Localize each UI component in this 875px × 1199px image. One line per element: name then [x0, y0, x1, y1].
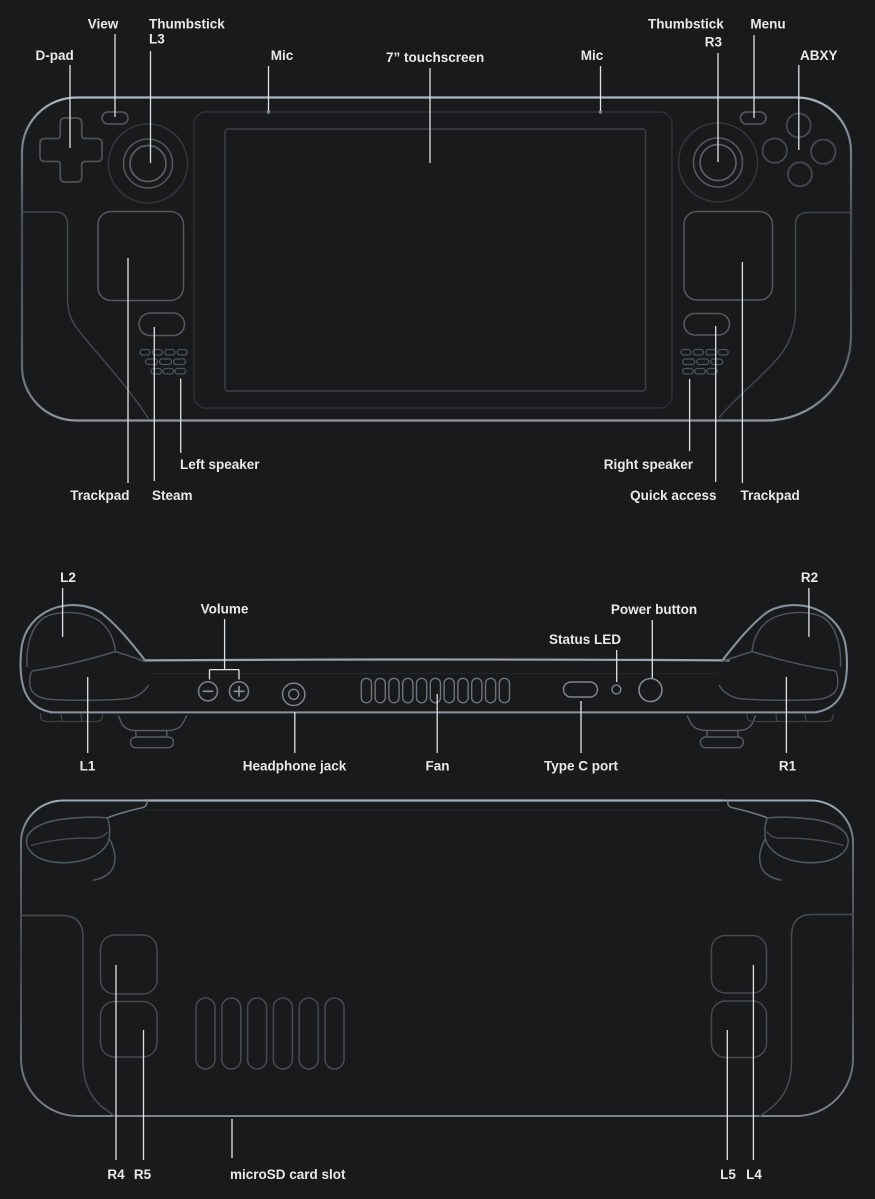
svg-text:Volume: Volume: [201, 602, 249, 617]
svg-text:Type C port: Type C port: [544, 759, 619, 774]
svg-text:Menu: Menu: [750, 17, 785, 32]
svg-text:L5: L5: [720, 1167, 736, 1182]
svg-text:Thumbstick: Thumbstick: [648, 17, 724, 32]
svg-text:Trackpad: Trackpad: [70, 488, 129, 503]
svg-text:Headphone jack: Headphone jack: [243, 759, 347, 774]
svg-text:Mic: Mic: [271, 48, 294, 63]
svg-text:Power button: Power button: [611, 602, 697, 617]
svg-text:Right speaker: Right speaker: [604, 457, 694, 472]
svg-text:L3: L3: [149, 32, 165, 47]
svg-text:Mic: Mic: [581, 48, 604, 63]
svg-text:ABXY: ABXY: [800, 48, 838, 63]
svg-text:L1: L1: [80, 759, 96, 774]
svg-text:7” touchscreen: 7” touchscreen: [386, 50, 484, 65]
svg-text:R5: R5: [134, 1167, 152, 1182]
svg-text:Steam: Steam: [152, 488, 193, 503]
svg-text:R2: R2: [801, 570, 818, 585]
svg-text:L4: L4: [746, 1167, 762, 1182]
svg-text:Status LED: Status LED: [549, 632, 621, 647]
svg-text:View: View: [88, 17, 119, 32]
svg-text:Trackpad: Trackpad: [741, 488, 800, 503]
svg-text:Quick access: Quick access: [630, 488, 716, 503]
svg-text:Left speaker: Left speaker: [180, 457, 260, 472]
svg-text:microSD card slot: microSD card slot: [230, 1167, 346, 1182]
svg-text:R4: R4: [107, 1167, 125, 1182]
svg-text:R1: R1: [779, 759, 797, 774]
svg-text:Thumbstick: Thumbstick: [149, 17, 225, 32]
svg-text:R3: R3: [705, 35, 723, 50]
svg-text:D-pad: D-pad: [36, 48, 74, 63]
svg-text:Fan: Fan: [425, 759, 449, 774]
svg-text:L2: L2: [60, 570, 76, 585]
